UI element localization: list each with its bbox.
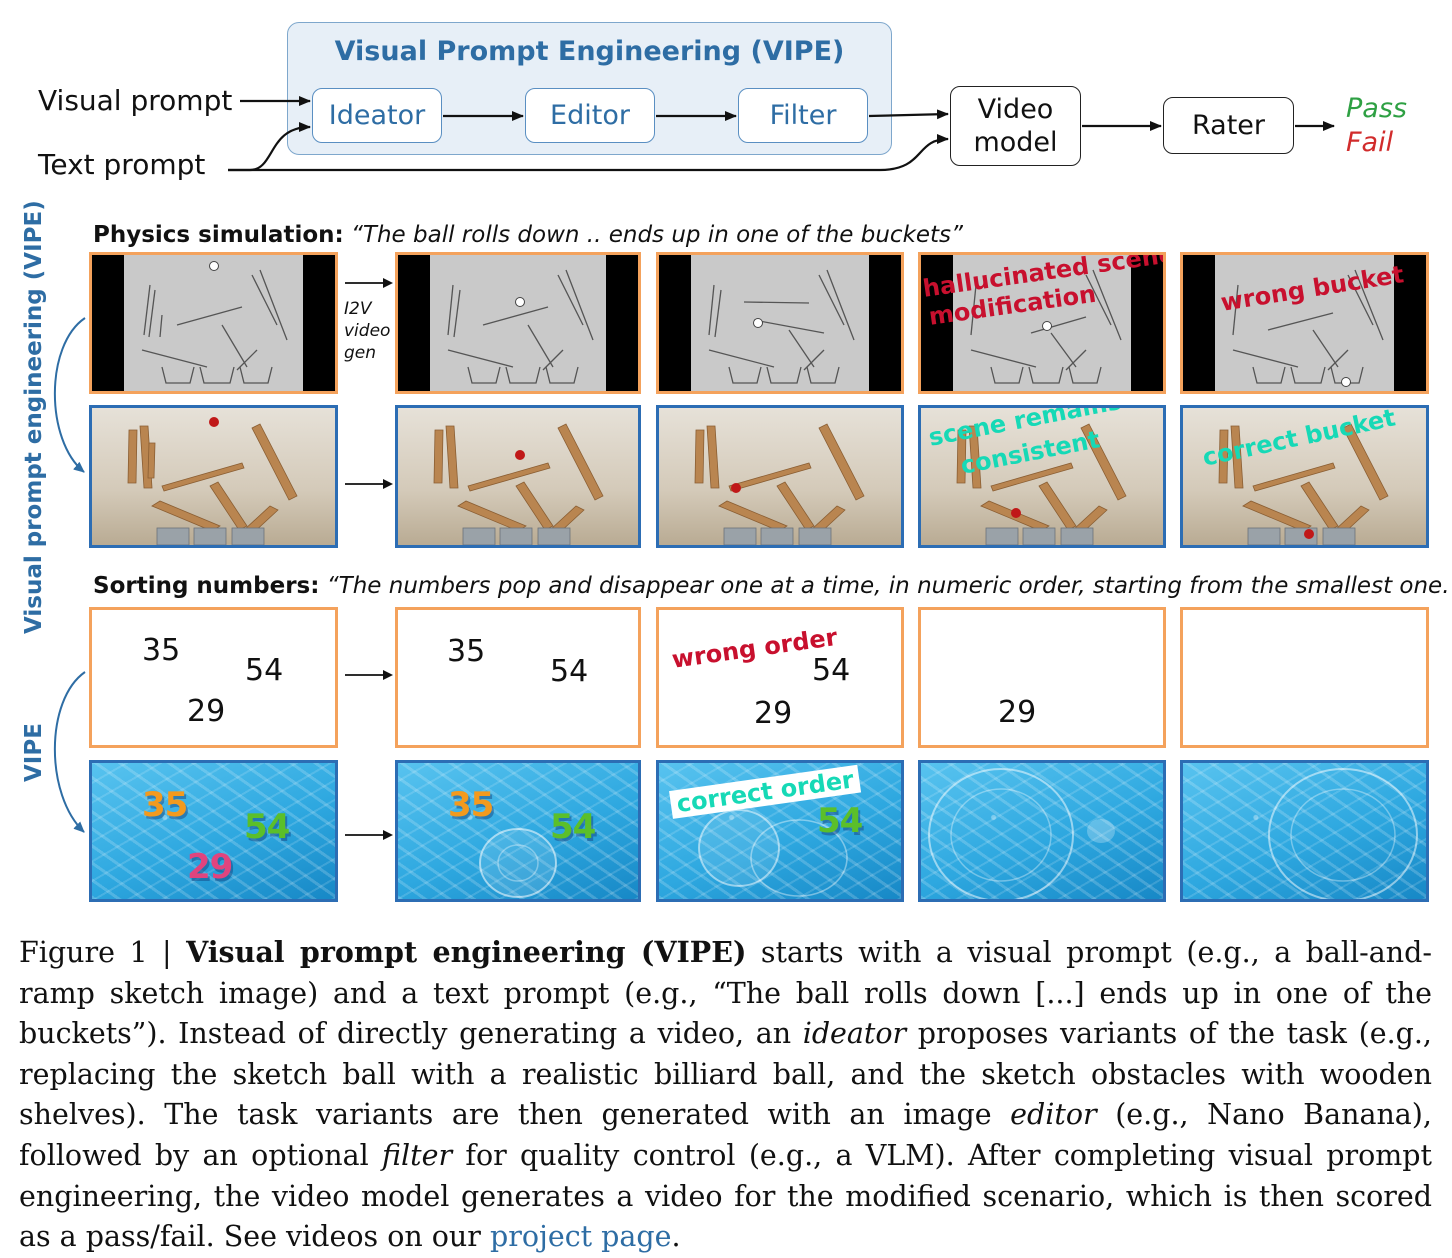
caption-text-5: . — [671, 1220, 681, 1254]
caption-bold: Visual prompt engineering (VIPE) — [186, 935, 747, 969]
photo-frame-5: correct bucket — [1180, 405, 1429, 548]
photo-frame-4: scene remains consistent — [918, 405, 1166, 548]
sketch-frame-4: hallucinated scene modification — [918, 252, 1166, 394]
sketch-frame-5: wrong bucket — [1180, 252, 1429, 394]
toy-number-35: 35 — [142, 785, 188, 825]
video-model-line1: Video — [977, 94, 1054, 125]
editor-box: Editor — [525, 88, 655, 143]
caption-editor: editor — [1010, 1098, 1097, 1132]
text-prompt-label: Text prompt — [38, 148, 206, 181]
numbers-frame-2: 35 54 — [395, 607, 641, 748]
numbers-frame-4: 29 — [918, 607, 1166, 748]
sketch-drawing — [708, 269, 855, 384]
sorting-title-bold: Sorting numbers: — [93, 573, 320, 599]
caption-text-3: (e.g., Nano Banana), followed by an opti… — [19, 1098, 1432, 1172]
photo-drawing — [433, 423, 604, 545]
i2v-line1: I2V — [344, 299, 372, 319]
toy-number-54: 54 — [244, 807, 290, 847]
numbers-frame-3: wrong order 54 29 — [656, 607, 904, 748]
caption-label: Figure 1 | — [19, 936, 187, 969]
sketch-drawing — [141, 261, 288, 384]
numbers-frame-5 — [1180, 607, 1429, 748]
sketch-drawing — [1232, 269, 1384, 387]
pipeline-arrows — [228, 96, 1335, 172]
pass-label: Pass — [1346, 93, 1407, 124]
caption-filter: filter — [382, 1138, 453, 1172]
rater-box: Rater — [1163, 97, 1294, 154]
sketch-drawing — [970, 269, 1122, 384]
ripple-drawing — [479, 828, 557, 898]
ripple-drawing — [1268, 768, 1418, 899]
physics-title-bold: Physics simulation: — [93, 222, 344, 248]
sorting-title-quote: “The numbers pop and disappear one at a … — [326, 573, 1452, 599]
toy-number-35: 35 — [448, 785, 494, 825]
side-curved-arrows — [53, 317, 86, 833]
ideator-box: Ideator — [312, 88, 442, 143]
caption-text-2: proposes variants of the task (e.g., rep… — [19, 1017, 1432, 1132]
video-model-box: Video model — [950, 86, 1081, 166]
figure-caption: Figure 1 | Visual prompt engineering (VI… — [19, 932, 1432, 1258]
caption-ideator: ideator — [802, 1017, 907, 1051]
ripple-drawing — [928, 768, 1115, 899]
project-page-link[interactable]: project page — [489, 1220, 672, 1254]
row-arrow — [345, 479, 393, 489]
pool-frame-4 — [918, 760, 1166, 902]
sketch-canvas — [1215, 255, 1394, 391]
photo-frame-3 — [656, 405, 904, 548]
row-arrow — [345, 830, 393, 840]
fail-label: Fail — [1346, 127, 1394, 158]
i2v-line3: gen — [344, 343, 377, 363]
photo-frame-2 — [395, 405, 641, 548]
filter-box: Filter — [738, 88, 868, 143]
number-35: 35 — [142, 633, 181, 668]
photo-drawing — [694, 423, 865, 545]
row-arrow — [345, 670, 393, 680]
number-35: 35 — [447, 634, 486, 669]
i2v-label: I2V video gen — [344, 298, 390, 364]
photo-frame-1 — [89, 405, 338, 548]
photo-drawing — [956, 423, 1127, 545]
physics-section-title: Physics simulation: “The ball rolls down… — [93, 222, 963, 248]
toy-number-54: 54 — [550, 807, 596, 847]
pool-frame-1: 35 54 29 — [89, 760, 338, 902]
toy-number-29: 29 — [187, 847, 233, 887]
number-54: 54 — [245, 653, 284, 688]
sketch-canvas — [430, 255, 606, 391]
physics-title-quote: “The ball rolls down .. ends up in one o… — [351, 222, 963, 248]
number-29: 29 — [187, 694, 226, 729]
number-54: 54 — [812, 653, 851, 688]
number-54: 54 — [550, 654, 589, 689]
vipe-short-side-label: VIPE — [21, 723, 47, 782]
photo-drawing — [127, 417, 298, 545]
toy-number-54: 54 — [817, 801, 863, 841]
i2v-line2: video — [344, 321, 391, 341]
pool-frame-3: correct order 54 — [656, 760, 904, 902]
photo-drawing — [1218, 423, 1389, 545]
sketch-drawing — [447, 269, 594, 384]
number-29: 29 — [754, 696, 793, 731]
sketch-frame-1 — [89, 252, 338, 394]
caption-text-1: starts with a visual prompt (e.g., a bal… — [19, 936, 1432, 1051]
numbers-frame-1: 35 54 29 — [89, 607, 338, 748]
i2v-arrow — [345, 278, 393, 288]
sketch-canvas — [124, 255, 303, 391]
sorting-section-title: Sorting numbers: “The numbers pop and di… — [93, 573, 1452, 599]
pool-frame-2: 35 54 — [395, 760, 641, 902]
number-29: 29 — [998, 695, 1037, 730]
sketch-frame-2 — [395, 252, 641, 394]
sketch-frame-3 — [656, 252, 904, 394]
video-model-line2: model — [973, 127, 1058, 158]
vipe-title: Visual Prompt Engineering (VIPE) — [334, 36, 845, 67]
ripple-drawing — [698, 809, 848, 897]
visual-prompt-label: Visual prompt — [38, 84, 233, 117]
pool-frame-5 — [1180, 760, 1429, 902]
